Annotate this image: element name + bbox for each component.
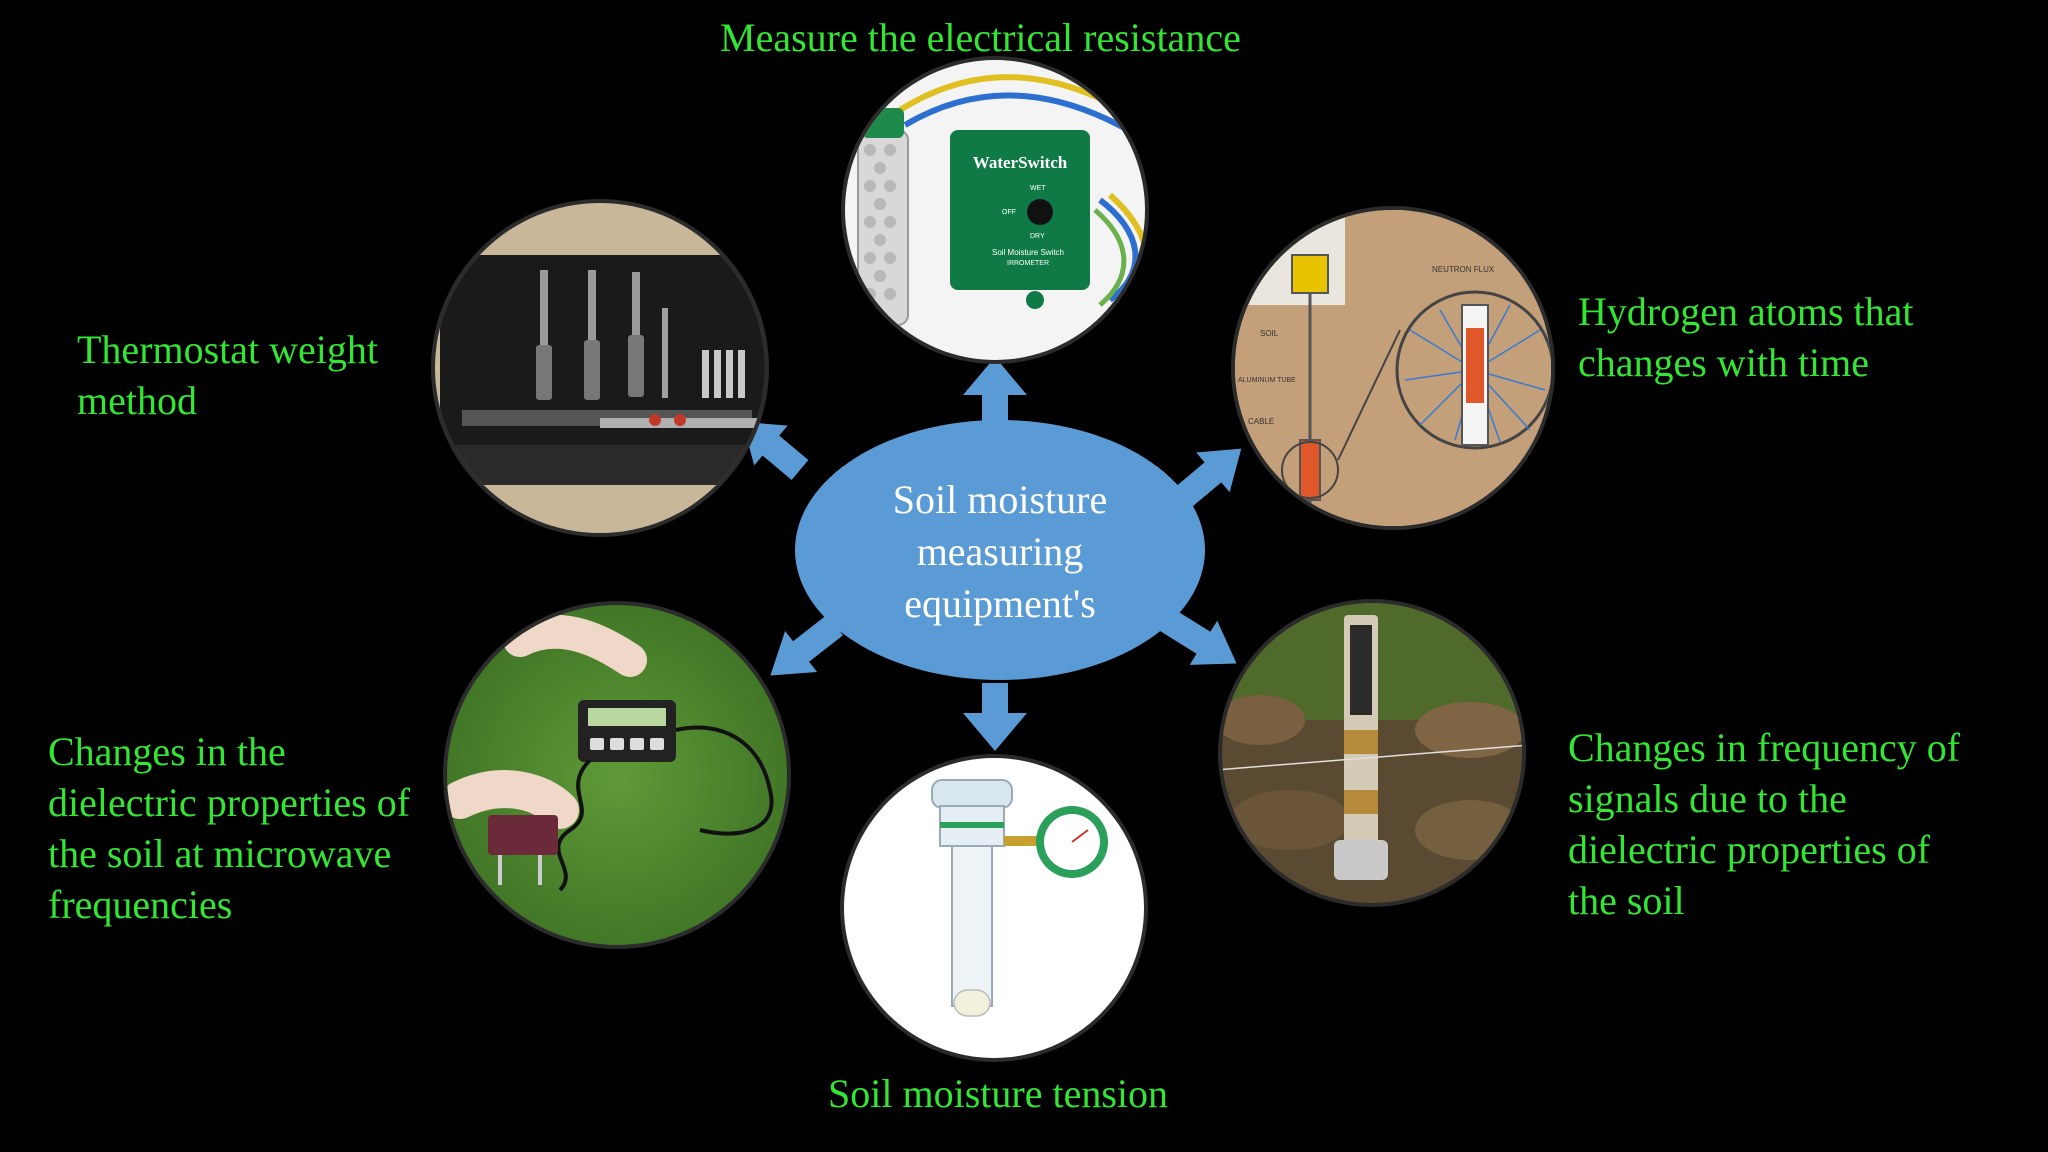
arrow-upper-left	[742, 421, 809, 480]
tool-case-photo	[431, 199, 769, 537]
label-hydrogen-atoms-line-1: Hydrogen atoms that	[1578, 289, 1914, 334]
label-frequency-signals-line-4: the soil	[1568, 878, 1685, 923]
label-hydrogen-atoms-line-2: changes with time	[1578, 340, 1870, 385]
label-moisture-tension-line-1: Soil moisture tension	[828, 1071, 1168, 1116]
water-switch-photo: WaterSwitch OFF WET DRY Soil Moisture Sw…	[841, 56, 1149, 364]
label-microwave-dielectric-line-3: the soil at microwave	[48, 831, 392, 876]
arrow-lower-left	[770, 614, 844, 676]
label-electrical-resistance: Measure the electrical resistance	[720, 12, 1241, 63]
label-microwave-dielectric-line-4: frequencies	[48, 882, 233, 927]
center-title-line-3: equipment's	[904, 581, 1096, 626]
arrow-down	[963, 683, 1027, 751]
label-frequency-signals-line-2: signals due to the	[1568, 776, 1847, 821]
label-moisture-tension: Soil moisture tension	[828, 1068, 1168, 1119]
center-title: Soil moisture measuring equipment's	[800, 474, 1200, 630]
neutron-probe-diagram: SOIL ALUMINUM TUBE CABLE NEUTRON FLUX	[1231, 206, 1555, 530]
dial-label-dry: DRY	[1030, 233, 1045, 240]
arrow-upper-right	[1171, 448, 1242, 510]
label-microwave-dielectric-line-2: dielectric properties of	[48, 780, 411, 825]
label-hydrogen-atoms: Hydrogen atoms that changes with time	[1578, 286, 1914, 388]
probe-label-soil: SOIL	[1260, 329, 1279, 338]
label-electrical-resistance-line-1: Measure the electrical resistance	[720, 15, 1241, 60]
label-frequency-signals-line-3: dielectric properties of	[1568, 827, 1931, 872]
water-switch-caption: Soil Moisture Switch	[992, 248, 1064, 257]
label-microwave-dielectric: Changes in the dielectric properties of …	[48, 726, 410, 930]
label-thermostat-weight: Thermostat weight method	[77, 324, 378, 426]
label-microwave-dielectric-line-1: Changes in the	[48, 729, 286, 774]
probe-label-flux: NEUTRON FLUX	[1432, 265, 1495, 274]
tensiometer-photo	[840, 754, 1148, 1062]
handheld-meter-photo	[443, 601, 791, 949]
dial-label-wet: WET	[1030, 185, 1046, 192]
center-ellipse	[795, 420, 1205, 680]
arrows	[742, 357, 1242, 751]
label-frequency-signals: Changes in frequency of signals due to t…	[1568, 722, 1960, 926]
center-title-line-1: Soil moisture	[892, 477, 1108, 522]
label-thermostat-weight-line-1: Thermostat weight	[77, 327, 379, 372]
dial-label-off: OFF	[1002, 209, 1016, 216]
label-thermostat-weight-line-2: method	[77, 378, 197, 423]
field-probe-photo	[1218, 599, 1526, 907]
water-switch-maker: IRROMETER	[1007, 260, 1049, 267]
probe-label-cable: CABLE	[1248, 417, 1274, 426]
water-switch-brand: WaterSwitch	[973, 153, 1068, 172]
arrow-lower-right	[1160, 608, 1237, 665]
center-title-line-2: measuring	[916, 529, 1084, 574]
probe-label-tube: ALUMINUM TUBE	[1238, 377, 1296, 384]
label-frequency-signals-line-1: Changes in frequency of	[1568, 725, 1961, 770]
arrow-up	[963, 357, 1027, 425]
